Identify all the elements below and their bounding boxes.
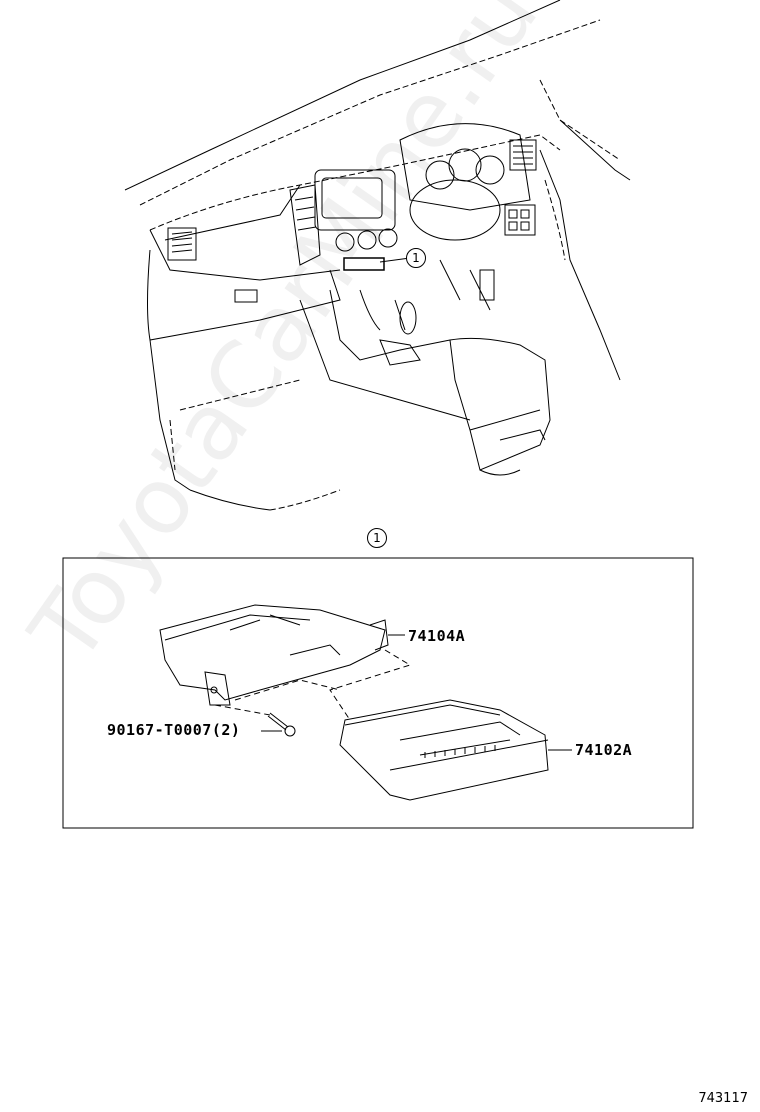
bracket-drawing <box>159 604 405 706</box>
assembly-dashed-lines <box>214 649 412 721</box>
callout-marker-detail: 1 <box>367 528 387 548</box>
part-label-74104a[interactable]: 74104A <box>408 627 466 645</box>
callout-marker-dashboard: 1 <box>406 248 426 268</box>
ashtray-box-drawing <box>339 699 572 801</box>
detail-frame <box>62 557 694 829</box>
dashboard-overview-drawing <box>124 0 631 511</box>
part-label-74102a[interactable]: 74102A <box>575 741 633 759</box>
part-label-90167-t0007[interactable]: 90167-T0007(2) <box>107 721 241 739</box>
screw-drawing <box>261 712 296 737</box>
diagram-number: 743117 <box>698 1091 748 1106</box>
